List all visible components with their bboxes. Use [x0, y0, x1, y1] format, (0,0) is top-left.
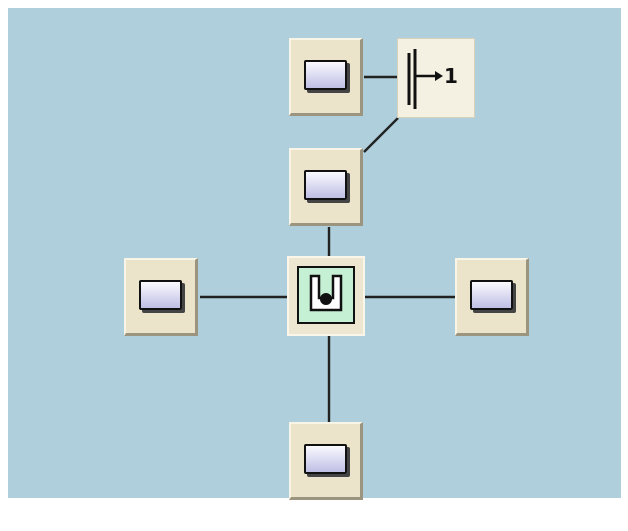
workstation-node-right[interactable]	[455, 258, 529, 336]
workstation-node-left[interactable]	[124, 258, 198, 336]
bridge-icon	[407, 49, 443, 109]
canvas-bottom-margin	[0, 498, 628, 531]
hub-icon	[297, 266, 355, 324]
bridge-node[interactable]: 1	[397, 38, 475, 118]
hub-node[interactable]	[287, 256, 365, 336]
workstation-node-top-left[interactable]	[289, 38, 363, 116]
hub-port-symbol	[309, 274, 343, 312]
bridge-label: 1	[444, 64, 458, 88]
monitor-icon	[304, 170, 347, 200]
link-bridge-upper	[363, 117, 399, 153]
monitor-icon	[304, 444, 347, 474]
workstation-node-upper[interactable]	[289, 148, 363, 226]
workstation-node-bottom[interactable]	[289, 422, 363, 500]
monitor-icon	[470, 280, 513, 310]
monitor-icon	[139, 280, 182, 310]
monitor-icon	[304, 60, 347, 90]
